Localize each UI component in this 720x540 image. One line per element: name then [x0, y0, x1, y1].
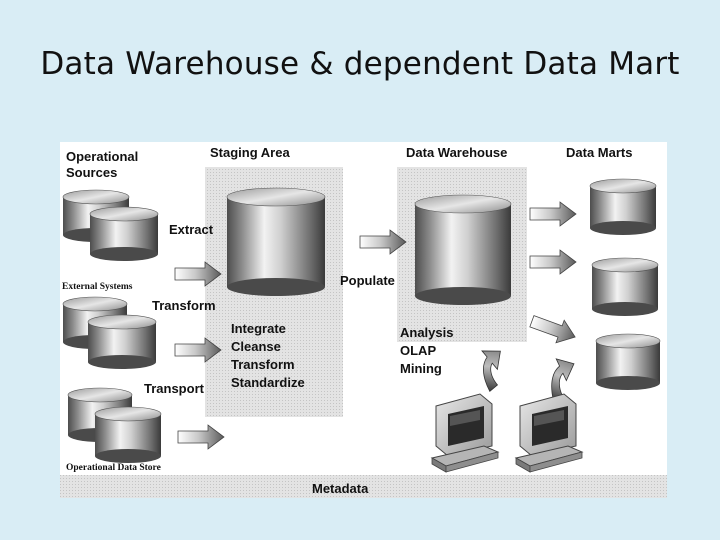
right-arrow-icon: [174, 261, 222, 287]
database-cylinder-icon: [87, 314, 157, 369]
transport-label: Transport: [144, 381, 204, 396]
operational-sources-label: Operational Sources: [66, 149, 139, 180]
right-arrow-icon: [529, 249, 577, 275]
metadata-band: [60, 475, 667, 498]
database-cylinder-icon: [89, 206, 159, 261]
operational-data-store-label: Operational Data Store: [66, 463, 161, 473]
database-cylinder-icon: [589, 178, 657, 235]
database-cylinder-icon: [595, 333, 661, 390]
curved-up-arrow-icon: [551, 358, 575, 401]
analysis-label: Analysis OLAP Mining: [400, 325, 454, 376]
diagram-graphics: [60, 167, 667, 498]
external-systems-label: External Systems: [62, 282, 133, 292]
slide-title: Data Warehouse & dependent Data Mart: [40, 46, 680, 82]
computer-terminal-icon: [514, 393, 584, 473]
metadata-label: Metadata: [312, 481, 369, 496]
computer-terminal-icon: [430, 393, 500, 473]
database-cylinder-icon: [94, 406, 162, 463]
staging-area-label: Staging Area: [210, 145, 290, 160]
database-cylinder-icon: [591, 257, 659, 316]
right-arrow-icon: [529, 315, 576, 344]
populate-label: Populate: [340, 273, 395, 288]
right-arrow-icon: [174, 337, 222, 363]
database-cylinder-icon: [226, 187, 326, 296]
data-warehouse-label: Data Warehouse: [406, 145, 508, 160]
right-arrow-icon: [359, 229, 407, 255]
curved-up-arrow-icon: [481, 350, 501, 392]
right-arrow-icon: [529, 201, 577, 227]
database-cylinder-icon: [414, 194, 512, 305]
transform-label: Transform: [152, 298, 216, 313]
staging-steps-label: Integrate Cleanse Transform Standardize: [231, 321, 305, 390]
right-arrow-icon: [177, 424, 225, 450]
data-warehouse-diagram: Operational Sources Staging Area Data Wa…: [60, 142, 667, 498]
data-marts-label: Data Marts: [566, 145, 633, 160]
extract-label: Extract: [169, 222, 214, 237]
